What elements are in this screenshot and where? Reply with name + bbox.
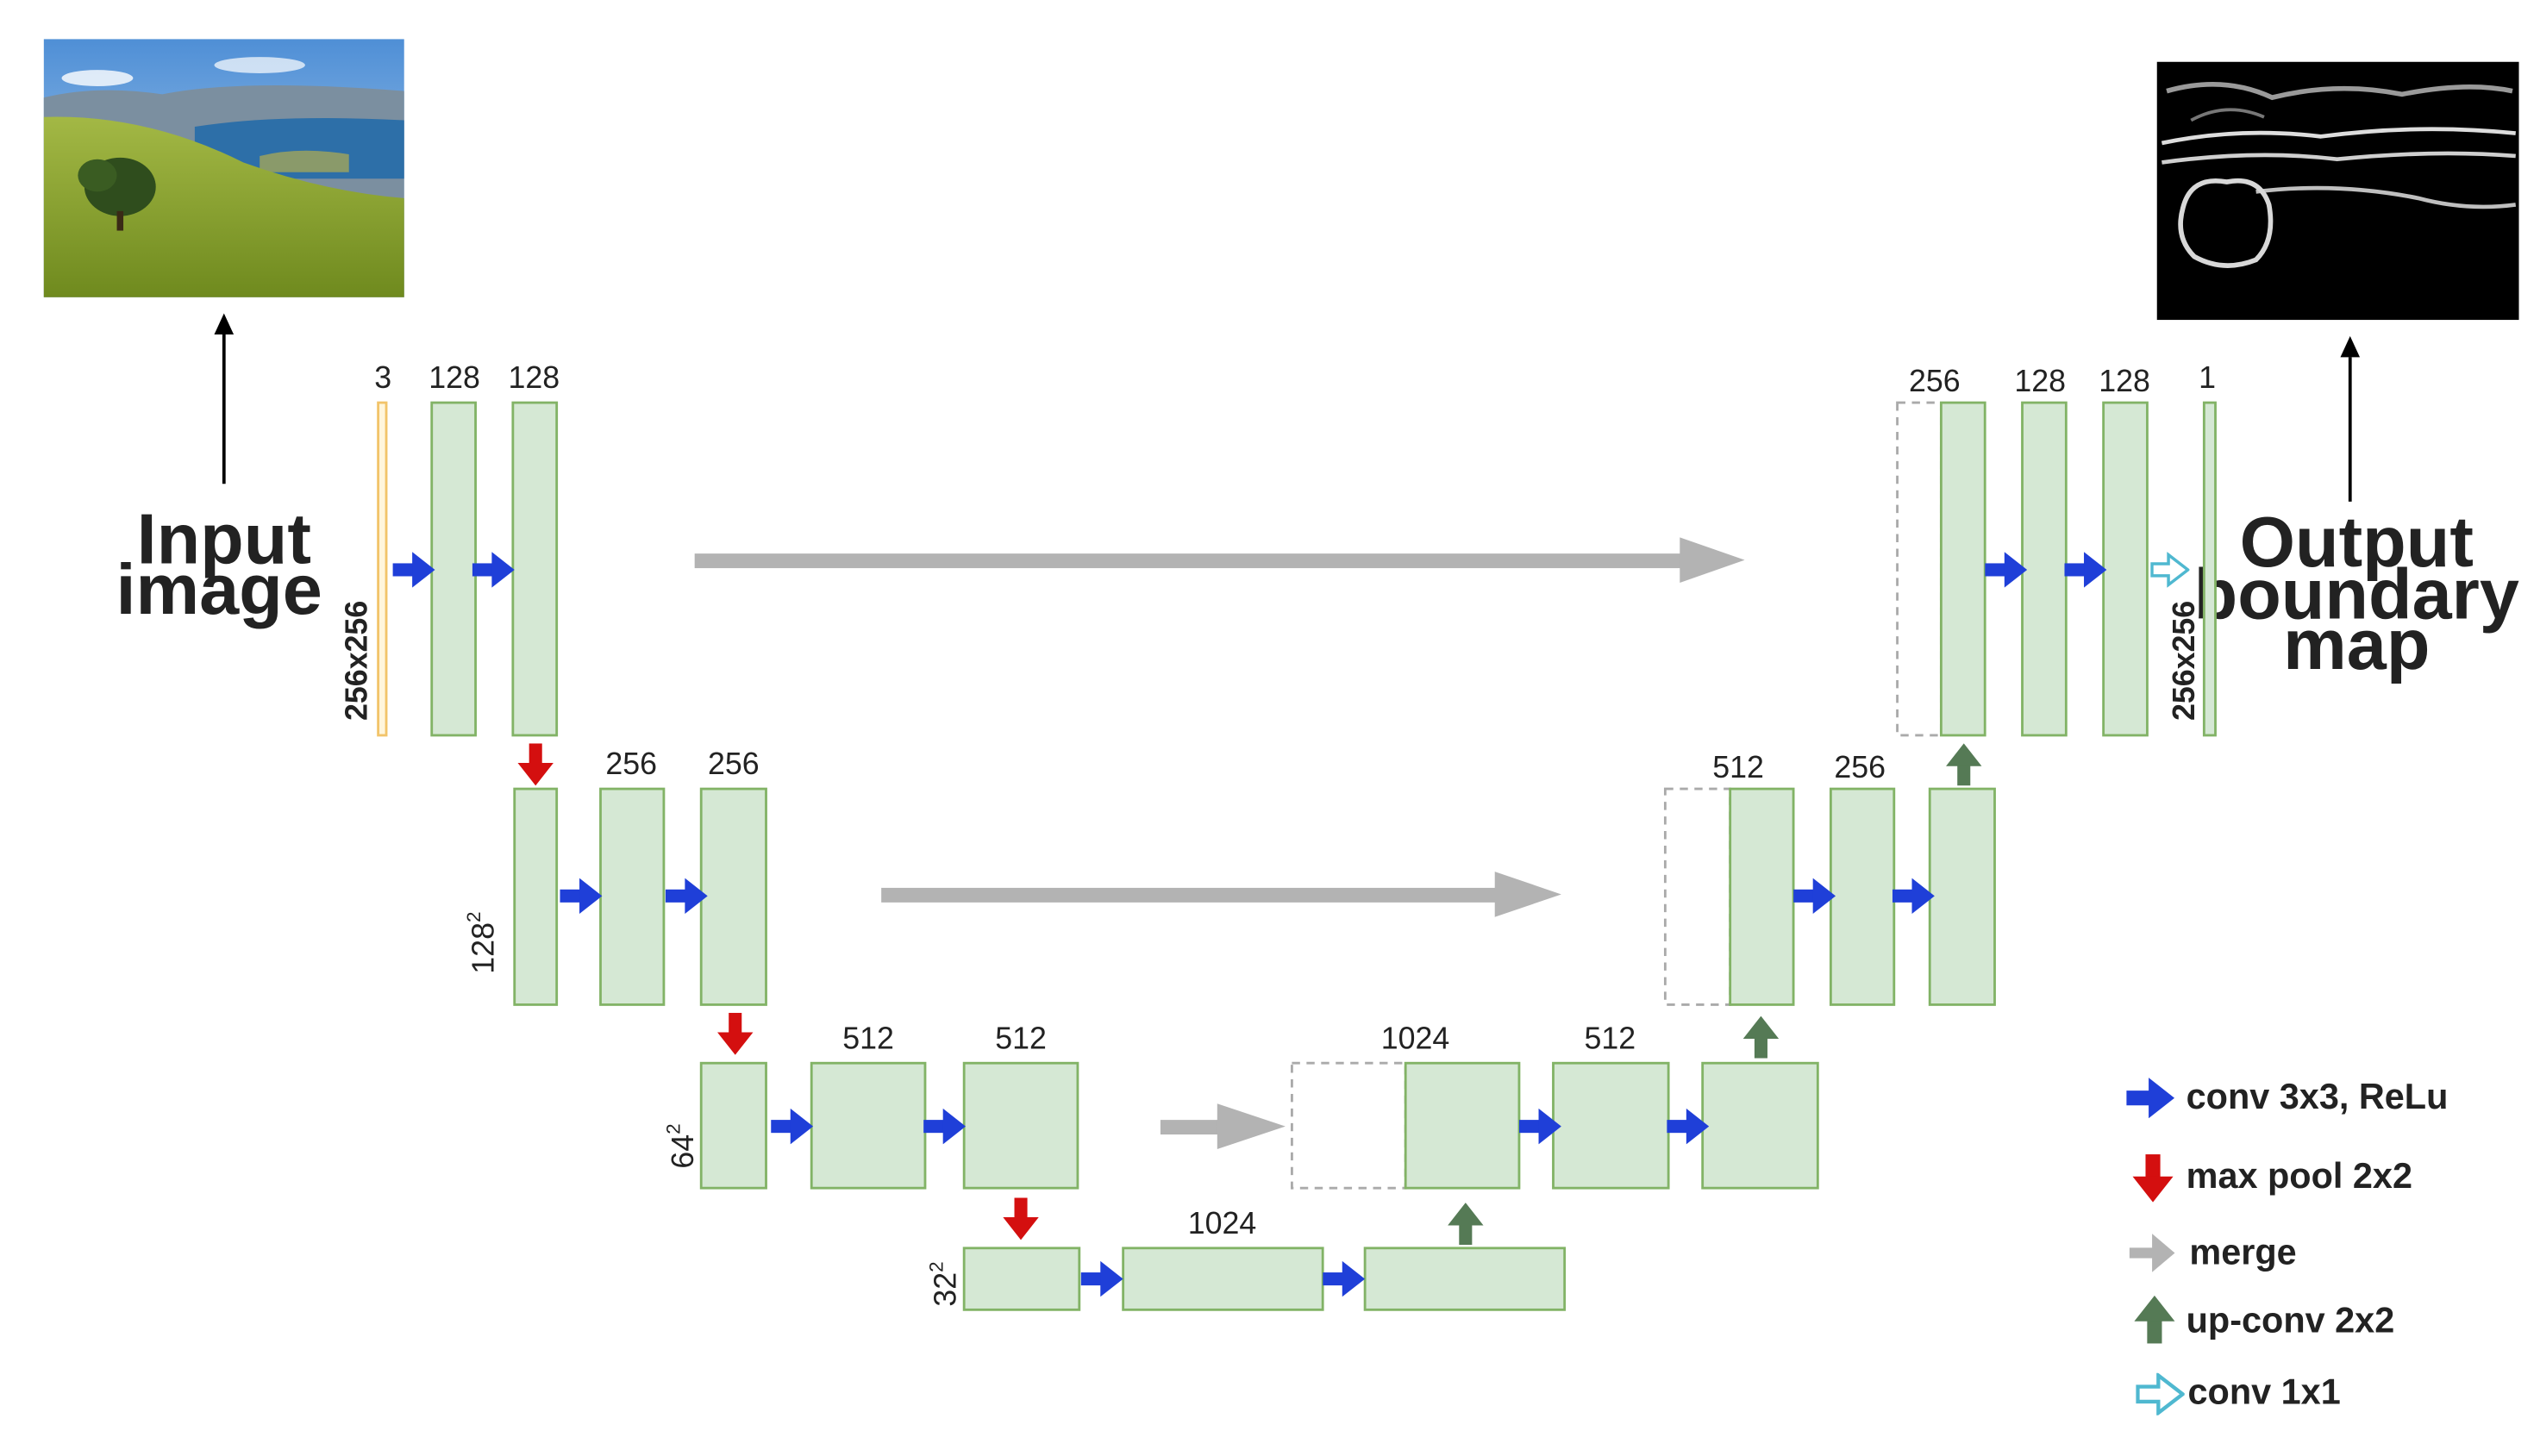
output-label-3: map	[2283, 604, 2430, 684]
bottleneck-block-in	[962, 1247, 1081, 1311]
svg-text:1282: 1282	[463, 911, 500, 973]
pool-arrow-icon	[1003, 1197, 1039, 1240]
enc2-block-a	[599, 787, 666, 1006]
enc1-block-b	[511, 401, 559, 737]
enc3-block-a	[810, 1061, 927, 1190]
bottleneck-channels: 1024	[1188, 1206, 1257, 1240]
legend-conv1-label: conv 1x1	[2188, 1372, 2341, 1412]
conv-arrow-icon	[472, 552, 515, 588]
dec1-copied-block	[1896, 401, 1943, 737]
dec2-block-b	[1928, 787, 1996, 1006]
svg-text:642: 642	[663, 1123, 700, 1168]
input-label: Input	[137, 498, 311, 578]
dec1-a-channels: 128	[2014, 364, 2066, 398]
input-image	[43, 39, 404, 297]
upconv-arrow-icon	[1742, 1015, 1780, 1059]
conv-arrow-icon	[1323, 1260, 1366, 1297]
upconv-arrow-icon	[1448, 1203, 1484, 1246]
conv-arrow-icon	[771, 1108, 814, 1145]
merge-arrow-l2	[881, 872, 1561, 917]
dec2-in-channels: 512	[1712, 750, 1764, 784]
enc2-dim-label: 1282	[463, 911, 500, 973]
input-label-2: image	[116, 549, 322, 629]
dec1-in-channels: 256	[1909, 364, 1961, 398]
enc3-a-channels: 512	[842, 1021, 894, 1055]
enc3-dim-label: 642	[663, 1123, 700, 1168]
conv-arrow-icon	[1985, 552, 2028, 588]
output-label: Output	[2240, 502, 2474, 582]
dec3-in-channels: 1024	[1381, 1021, 1450, 1055]
enc3-block-b	[962, 1061, 1079, 1190]
dec1-block-in	[1939, 401, 1986, 737]
enc1-in-channels: 3	[374, 360, 391, 395]
dec3-copied-block	[1291, 1061, 1407, 1190]
dec3-block-a	[1552, 1061, 1670, 1190]
legend: conv 3x3, ReLu max pool 2x2 merge up-con…	[2126, 1077, 2448, 1413]
bottleneck-block-a	[1122, 1247, 1324, 1311]
legend-upconv-icon	[2134, 1295, 2175, 1344]
dec2-block-in	[1729, 787, 1795, 1006]
enc1-a-channels: 128	[429, 360, 480, 395]
input-size-label: 256x256	[339, 601, 373, 721]
output-boundary-map	[2156, 61, 2519, 321]
dec2-block-a	[1829, 787, 1896, 1006]
merge-arrow-l3	[1160, 1103, 1286, 1149]
legend-pool-label: max pool 2x2	[2187, 1156, 2412, 1196]
legend-conv-label: conv 3x3, ReLu	[2187, 1077, 2449, 1116]
legend-conv1-icon	[2137, 1376, 2182, 1413]
output-size-label: 256x256	[2167, 601, 2201, 721]
output-layer	[2202, 401, 2217, 737]
conv-arrow-icon	[1892, 878, 1935, 915]
conv-arrow-icon	[1793, 878, 1836, 915]
legend-conv-icon	[2126, 1078, 2175, 1119]
enc2-block-in	[513, 787, 559, 1006]
enc1-block-a	[430, 401, 477, 737]
enc2-a-channels: 256	[605, 747, 657, 781]
upconv-arrow-icon	[1946, 743, 1982, 786]
conv1x1-arrow-icon	[2150, 553, 2190, 587]
output-label-2: boundary	[2194, 553, 2519, 634]
dec3-block-b	[1701, 1061, 1819, 1190]
dec1-block-a	[2021, 401, 2068, 737]
dec1-b-channels: 128	[2099, 364, 2150, 398]
conv-arrow-icon	[1080, 1260, 1123, 1297]
pool-arrow-icon	[517, 743, 554, 786]
bottleneck-block-b	[1363, 1247, 1567, 1311]
svg-text:322: 322	[926, 1261, 963, 1306]
dec3-a-channels: 512	[1585, 1021, 1636, 1055]
legend-pool-icon	[2132, 1154, 2174, 1203]
dec2-copied-block	[1663, 787, 1732, 1006]
output-channels: 1	[2199, 360, 2216, 395]
legend-upconv-label: up-conv 2x2	[2187, 1301, 2395, 1340]
bottleneck-dim-label: 322	[926, 1261, 963, 1306]
enc2-b-channels: 256	[708, 747, 760, 781]
pool-arrow-icon	[717, 1012, 754, 1055]
enc2-block-b	[699, 787, 767, 1006]
merge-arrow-l1	[694, 537, 1745, 584]
input-layer	[377, 401, 388, 737]
dec2-a-channels: 256	[1834, 750, 1886, 784]
conv-arrow-icon	[560, 878, 603, 915]
conv-arrow-icon	[923, 1108, 967, 1145]
enc1-b-channels: 128	[508, 360, 560, 395]
legend-merge-label: merge	[2189, 1233, 2296, 1272]
dec1-block-b	[2102, 401, 2149, 737]
enc3-b-channels: 512	[995, 1021, 1047, 1055]
conv-arrow-icon	[392, 552, 435, 588]
enc3-block-in	[699, 1061, 767, 1190]
conv-arrow-icon	[2064, 552, 2107, 588]
dec3-block-in	[1404, 1061, 1521, 1190]
legend-merge-icon	[2129, 1234, 2175, 1272]
